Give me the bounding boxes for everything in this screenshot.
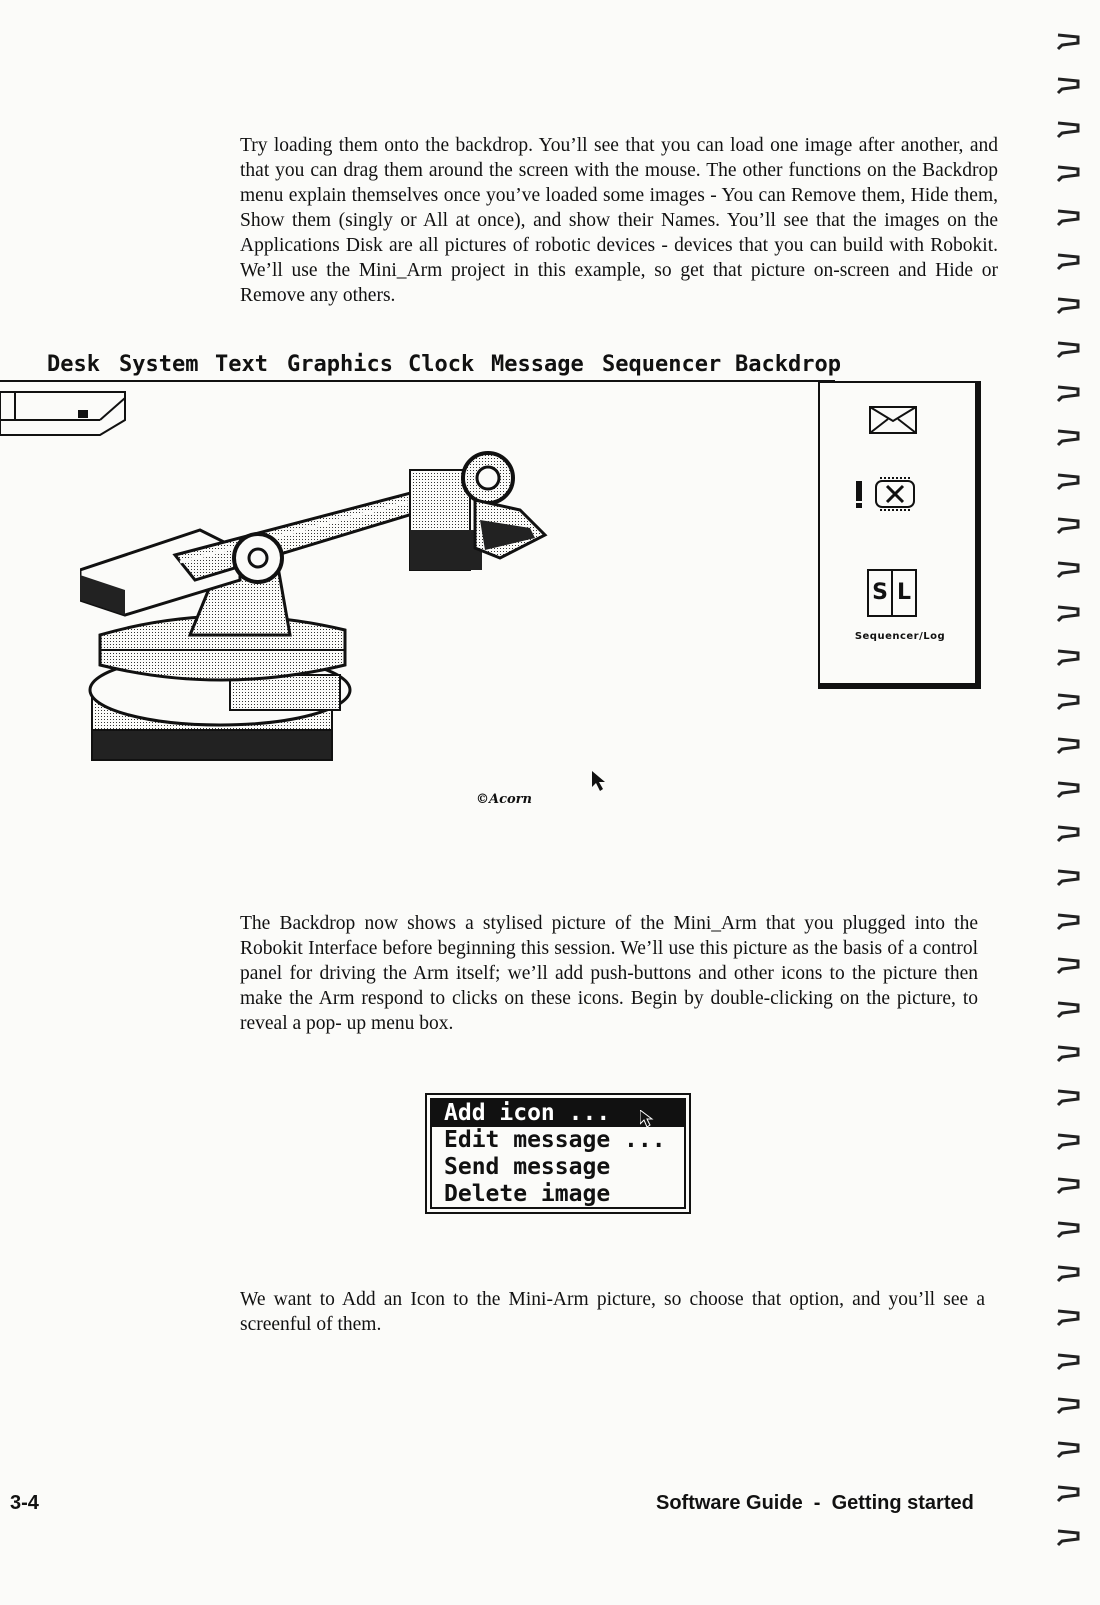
envelope-icon[interactable] bbox=[868, 405, 920, 435]
binding-loop bbox=[1056, 429, 1080, 447]
binding-loop bbox=[1056, 781, 1080, 799]
page-number: 3-4 bbox=[10, 1492, 39, 1514]
binding-loop bbox=[1056, 1353, 1080, 1371]
binding-loop bbox=[1056, 737, 1080, 755]
disk-drive-icon[interactable] bbox=[0, 380, 135, 440]
backdrop-paragraph: The Backdrop now shows a stylised pictur… bbox=[240, 913, 978, 1034]
binding-loop bbox=[1056, 561, 1080, 579]
menu-bar: Desk System Text Graphics Clock Message … bbox=[0, 350, 841, 382]
backdrop-panel: S L Sequencer/Log bbox=[818, 381, 981, 689]
menu-clock[interactable]: Clock bbox=[408, 352, 475, 377]
binding-loop bbox=[1056, 1133, 1080, 1151]
spiral-binding bbox=[1056, 33, 1080, 1547]
mini-arm-picture[interactable] bbox=[80, 440, 560, 770]
binding-loop bbox=[1056, 1001, 1080, 1019]
binding-loop bbox=[1056, 253, 1080, 271]
binding-loop bbox=[1056, 165, 1080, 183]
binding-loop bbox=[1056, 1265, 1080, 1283]
binding-loop bbox=[1056, 33, 1080, 51]
binding-loop bbox=[1056, 605, 1080, 623]
acorn-logo: ©Acorn bbox=[476, 792, 532, 807]
intro-paragraph: Try loading them onto the backdrop. You’… bbox=[240, 135, 998, 306]
binding-loop bbox=[1056, 517, 1080, 535]
binding-loop bbox=[1056, 1397, 1080, 1415]
binding-loop bbox=[1056, 913, 1080, 931]
mouse-pointer-icon bbox=[640, 1110, 654, 1128]
menu-system[interactable]: System bbox=[119, 352, 199, 377]
menu-backdrop[interactable]: Backdrop bbox=[735, 352, 841, 377]
binding-loop bbox=[1056, 693, 1080, 711]
add-icon-paragraph: We want to Add an Icon to the Mini-Arm p… bbox=[240, 1289, 985, 1335]
binding-loop bbox=[1056, 825, 1080, 843]
sequencer-log-label: Sequencer/Log bbox=[854, 631, 946, 642]
binding-loop bbox=[1056, 1309, 1080, 1327]
binding-loop bbox=[1056, 1045, 1080, 1063]
menu-desk[interactable]: Desk bbox=[47, 352, 100, 377]
sequencer-letter-s: S bbox=[869, 571, 893, 615]
menu-text[interactable]: Text bbox=[215, 352, 268, 377]
binding-loop bbox=[1056, 341, 1080, 359]
binding-loop bbox=[1056, 957, 1080, 975]
menu-sequencer[interactable]: Sequencer bbox=[602, 352, 722, 377]
menu-item-edit-message[interactable]: Edit message ... bbox=[444, 1127, 666, 1153]
binding-loop bbox=[1056, 1089, 1080, 1107]
binding-loop bbox=[1056, 869, 1080, 887]
binding-loop bbox=[1056, 385, 1080, 403]
mouse-pointer-icon bbox=[592, 771, 605, 791]
binding-loop bbox=[1056, 473, 1080, 491]
sequencer-letter-l: L bbox=[896, 580, 912, 605]
binding-loop bbox=[1056, 1221, 1080, 1239]
binding-loop bbox=[1056, 121, 1080, 139]
menu-message[interactable]: Message bbox=[491, 352, 584, 377]
binding-loop bbox=[1056, 1485, 1080, 1503]
menu-graphics[interactable]: Graphics bbox=[287, 352, 393, 377]
binding-loop bbox=[1056, 1529, 1080, 1547]
binding-loop bbox=[1056, 1177, 1080, 1195]
binding-loop bbox=[1056, 649, 1080, 667]
menu-item-send-message[interactable]: Send message bbox=[444, 1154, 611, 1180]
binding-loop bbox=[1056, 297, 1080, 315]
sequencer-log-icon[interactable]: S L bbox=[867, 569, 917, 617]
menu-item-delete-image[interactable]: Delete image bbox=[444, 1181, 611, 1207]
binding-loop bbox=[1056, 77, 1080, 95]
binding-loop bbox=[1056, 209, 1080, 227]
footer-title: Software Guide - Getting started bbox=[656, 1492, 974, 1514]
clock-chip-icon[interactable] bbox=[856, 475, 926, 515]
binding-loop bbox=[1056, 1441, 1080, 1459]
